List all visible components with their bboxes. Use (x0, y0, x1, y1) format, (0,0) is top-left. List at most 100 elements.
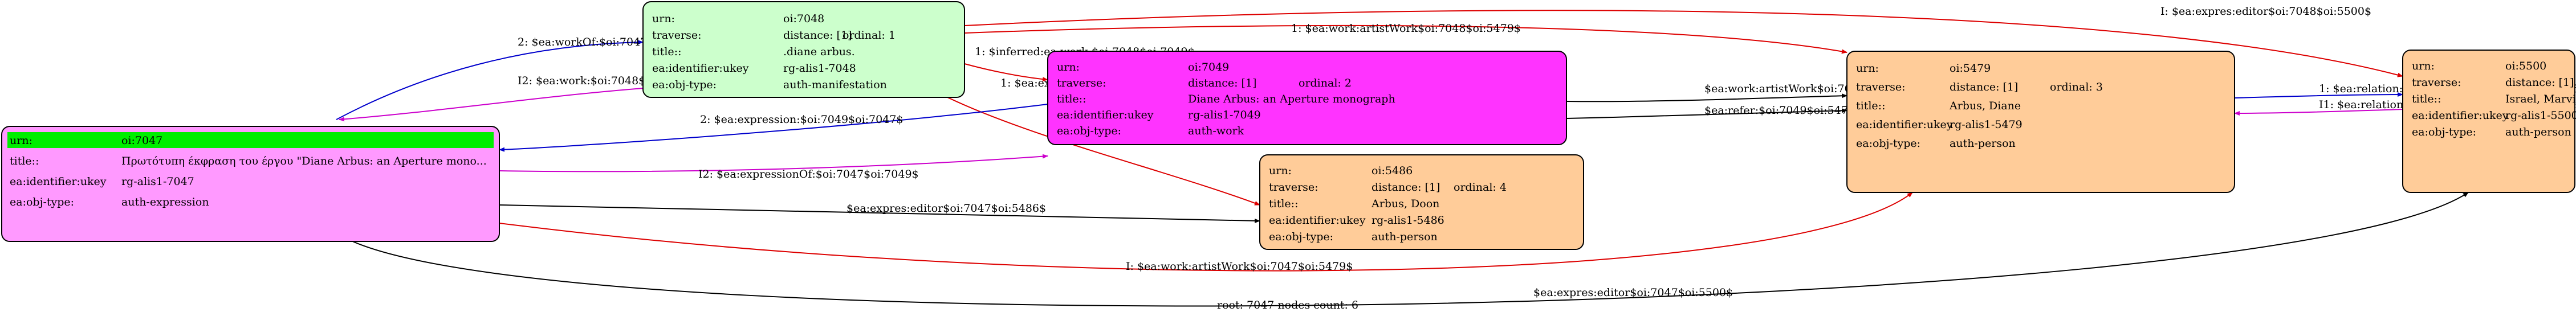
node-field-value: auth-work (1188, 125, 1244, 137)
node-field-key: traverse: (1856, 81, 1906, 93)
edge-artistwork-7049-5479[interactable] (1566, 93, 1847, 102)
edge-label-editor-7047-5486: $ea:expres:editor$oi:7047$oi:5486$ (847, 202, 1046, 215)
edge-label-editor-7048-5500: I: $ea:expres:editor$oi:7048$oi:5500$ (2160, 5, 2371, 18)
edge-artistwork-7048-5479[interactable] (964, 24, 1847, 54)
node-box (1846, 51, 2235, 193)
edge-artistwork-7047-5479[interactable] (499, 192, 1913, 272)
node-field-key: urn: (10, 134, 32, 147)
node-field-value: ordinal: 4 (1454, 181, 1507, 194)
node-box (2402, 50, 2575, 193)
edge-label-expressionof-7047-7049: I2: $ea:expressionOf:$oi:7047$oi:7049$ (698, 168, 919, 180)
node-field-key: traverse: (1269, 181, 1318, 194)
node-field-value: oi:7047 (121, 134, 162, 147)
edge-label-expression-7049-7047: 2: $ea:expression:$oi:7049$oi:7047$ (700, 113, 904, 126)
node-field-value: rg-alis1-5500 (2505, 109, 2576, 122)
edge-refer-7049-5479[interactable] (1566, 108, 1847, 119)
edge-inferred-work-7048-7049[interactable] (964, 63, 1048, 82)
node-field-key: title:: (1057, 93, 1086, 105)
node-field-key: urn: (1269, 165, 1292, 177)
node-field-value: auth-person (1950, 137, 2016, 150)
node-field-key: traverse: (2412, 76, 2461, 89)
node-field-value: distance: [1] (783, 29, 852, 42)
node-field-value: Πρωτότυπη έκφραση του έργου "Diane Arbus… (121, 155, 487, 167)
node-field-value: ordinal: 1 (843, 29, 896, 42)
node-field-key: ea:identifier:ukey (10, 175, 107, 188)
node-field-value: distance: [1] (1188, 77, 1256, 89)
edge-editor-7048-5486[interactable] (940, 93, 1260, 206)
edge-label-editor-7047-5500: $ea:expres:editor$oi:7047$oi:5500$ (1533, 286, 1733, 299)
edge-work-7048-7047[interactable] (339, 88, 644, 122)
node-field-key: ea:obj-type: (1856, 137, 1920, 150)
node-field-value: oi:7048 (783, 13, 824, 25)
node-field-value: oi:5479 (1950, 62, 1991, 75)
node-field-key: ea:obj-type: (2412, 126, 2476, 138)
node-field-key: title:: (2412, 93, 2441, 105)
edge-relation-5500-5479[interactable] (2234, 109, 2403, 116)
edge-label-artistwork-7048-5479: 1: $ea:work:artistWork$oi:7048$oi:5479$ (1291, 22, 1521, 35)
node-box (1, 126, 500, 242)
node-field-value: rg-alis1-7047 (121, 175, 194, 188)
edge-editor-7047-5500[interactable] (347, 192, 2469, 307)
node-field-key: title:: (652, 46, 681, 58)
node-field-value: rg-alis1-7048 (783, 62, 856, 75)
node-field-value: distance: [1] (1950, 81, 2018, 93)
node-field-key: urn: (1856, 62, 1879, 75)
node-field-value: ordinal: 3 (2050, 81, 2103, 93)
node-rows: urn: oi:7048 traverse: distance: [1]ordinal… (652, 13, 896, 91)
edge-expressionof-7047-7049[interactable] (499, 154, 1048, 173)
node-field-key: ea:identifier:ukey (2412, 109, 2509, 122)
node-field-value: rg-alis1-7049 (1188, 109, 1261, 121)
node-field-key: title:: (1269, 198, 1298, 210)
edge-editor-7048-5500[interactable] (964, 10, 2403, 77)
node-field-value: ordinal: 2 (1299, 77, 1352, 89)
node-field-value: Arbus, Doon (1371, 198, 1439, 210)
node-field-value: auth-person (2505, 126, 2571, 138)
node-field-key: ea:identifier:ukey (1269, 214, 1366, 227)
node-field-value: rg-alis1-5479 (1950, 118, 2022, 131)
node-field-key: ea:identifier:ukey (652, 62, 749, 75)
node-field-value: distance: [1] (1372, 181, 1440, 194)
node-oi-5479[interactable]: urn: oi:5479 traverse: distance: [1] ordinal… (1846, 51, 2235, 193)
node-field-value: Diane Arbus: an Aperture monograph (1188, 93, 1395, 105)
node-oi-5486[interactable]: urn: oi:5486 traverse: distance: [1] ordinal… (1259, 154, 1584, 250)
node-box (1047, 51, 1567, 145)
node-field-key: title:: (10, 155, 39, 167)
node-field-key: urn: (652, 13, 675, 25)
node-field-value: oi:5500 (2505, 60, 2546, 72)
node-field-key: ea:obj-type: (652, 79, 717, 91)
node-field-value: oi:7049 (1188, 61, 1229, 73)
node-field-key: ea:identifier:ukey (1057, 109, 1154, 121)
node-box (1259, 154, 1584, 250)
edge-label-artistwork-7047-5479: I: $ea:work:artistWork$oi:7047$oi:5479$ (1126, 260, 1353, 273)
edge-workof-7047-7048[interactable] (336, 40, 644, 120)
edge-label-refer-7049-5479: $ea:refer:$oi:7049$oi:5479$ (1704, 104, 1862, 117)
node-field-key: ea:obj-type: (10, 196, 74, 208)
node-field-key: ea:obj-type: (1269, 231, 1333, 243)
node-field-value: auth-manifestation (783, 79, 887, 91)
node-field-value: auth-person (1372, 231, 1438, 243)
edge-expression-7049-7047[interactable] (499, 104, 1048, 152)
node-field-value: .diane arbus. (783, 46, 855, 58)
node-field-key: ea:identifier:ukey (1856, 118, 1953, 131)
node-field-key: traverse: (652, 29, 702, 42)
node-field-key: urn: (1057, 61, 1080, 73)
node-field-value: rg-alis1-5486 (1372, 214, 1444, 227)
node-header-highlight (7, 132, 494, 148)
node-field-value: Israel, Marvin (2505, 93, 2576, 105)
node-field-value: Arbus, Diane (1949, 100, 2021, 112)
node-field-value: distance: [1] (2505, 76, 2574, 89)
node-rows: urn: oi:5479 traverse: distance: [1] ordinal… (1856, 62, 2103, 150)
node-oi-7048[interactable]: urn: oi:7048 traverse: distance: [1]ordinal… (642, 1, 965, 98)
node-field-value: auth-expression (121, 196, 209, 208)
edge-relation-5479-5500[interactable] (2234, 92, 2403, 98)
node-field-value: oi:5486 (1372, 165, 1413, 177)
node-box (642, 1, 965, 98)
